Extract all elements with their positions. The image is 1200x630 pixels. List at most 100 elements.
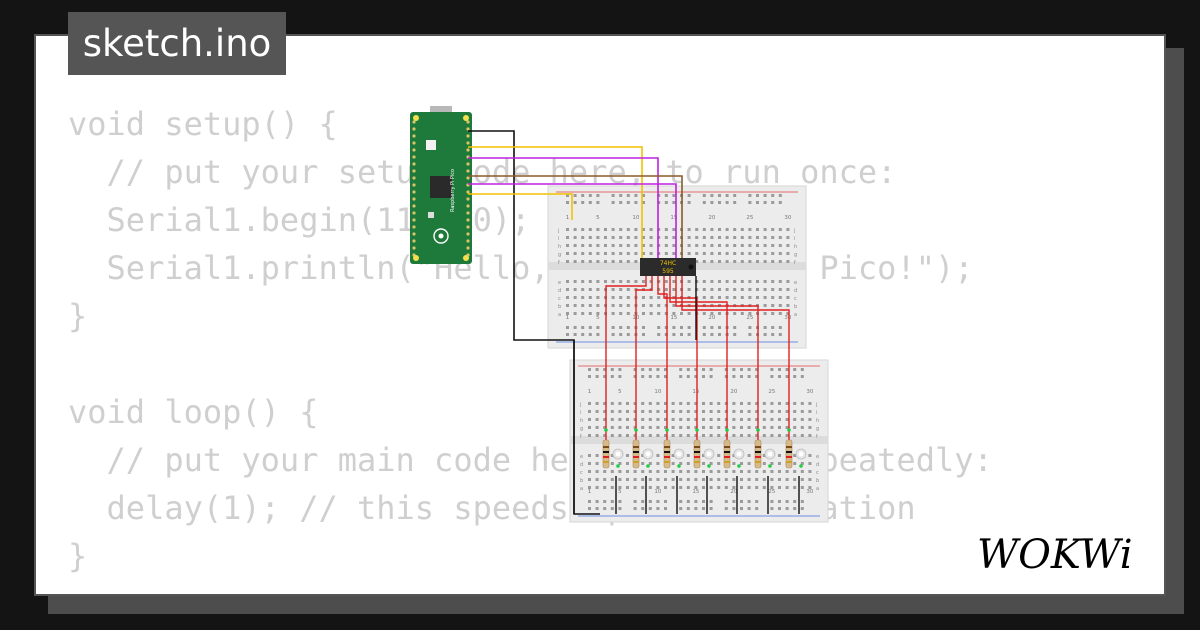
code-line: } xyxy=(68,537,88,575)
connection-dot xyxy=(616,464,620,468)
breadboard-number: 30 xyxy=(784,215,791,221)
row-letter: g xyxy=(794,252,797,258)
resistor xyxy=(754,439,762,469)
pico-pin xyxy=(412,211,416,215)
row-letter: e xyxy=(794,280,797,286)
resistor-band xyxy=(664,456,670,458)
output-wire xyxy=(657,276,668,440)
breadboard-number: 25 xyxy=(768,389,775,395)
code-line: void loop() { xyxy=(68,393,319,431)
resistor-band xyxy=(633,456,639,458)
resistor xyxy=(723,439,731,469)
led-lens xyxy=(676,451,682,457)
connection-dot xyxy=(787,428,791,432)
row-letter: e xyxy=(558,280,561,286)
resistor-band xyxy=(786,456,792,458)
pico-pin xyxy=(466,134,470,138)
row-letter: j xyxy=(815,402,817,408)
row-letter: b xyxy=(558,304,561,310)
connection-dot xyxy=(677,464,681,468)
pico-pin xyxy=(466,141,470,145)
led-lens xyxy=(645,451,651,457)
pico-pin xyxy=(412,162,416,166)
row-letter: c xyxy=(794,296,797,302)
row-letter: f xyxy=(580,434,582,440)
raspberry-icon xyxy=(433,228,449,244)
row-letter: j xyxy=(557,228,559,234)
pico-board[interactable]: Raspberry Pi Pico xyxy=(410,106,472,264)
breadboard-number: 5 xyxy=(618,489,622,495)
row-letter: f xyxy=(794,260,796,266)
breadboard-number: 10 xyxy=(632,215,639,221)
row-letter: h xyxy=(816,418,819,424)
resistor-band xyxy=(664,446,670,448)
pico-pin xyxy=(412,169,416,173)
file-tab[interactable]: sketch.ino xyxy=(68,12,286,75)
row-letter: j xyxy=(793,228,795,234)
led-lens xyxy=(736,451,742,457)
breadboard-number: 20 xyxy=(730,489,737,495)
pico-pin xyxy=(466,176,470,180)
row-letter: b xyxy=(580,478,583,484)
pico-pin xyxy=(466,120,470,124)
resistor-band xyxy=(664,461,670,463)
connection-dot xyxy=(707,464,711,468)
pico-pin xyxy=(412,134,416,138)
pico-pin xyxy=(466,197,470,201)
resistor-band xyxy=(633,461,639,463)
resistor-band xyxy=(724,456,730,458)
resistor-band xyxy=(694,461,700,463)
row-letter: b xyxy=(794,304,797,310)
pico-button xyxy=(426,140,436,150)
pico-pin xyxy=(466,211,470,215)
pico-pin xyxy=(412,190,416,194)
pico-pin xyxy=(466,239,470,243)
breadboard-number: 25 xyxy=(746,315,753,321)
row-letter: i xyxy=(816,410,817,416)
pico-pin xyxy=(412,183,416,187)
pico-pin xyxy=(466,232,470,236)
connection-dot xyxy=(799,464,803,468)
shift-register-chip[interactable]: 74HC 595 xyxy=(640,258,696,276)
breadboard-number: 20 xyxy=(708,315,715,321)
breadboard-number: 25 xyxy=(768,489,775,495)
resistor-band xyxy=(724,461,730,463)
output-wire xyxy=(675,276,759,440)
row-letter: f xyxy=(816,434,818,440)
resistor-band xyxy=(603,451,609,453)
rp2040-chip xyxy=(430,176,452,198)
breadboard-number: 20 xyxy=(708,215,715,221)
connection-dot xyxy=(646,464,650,468)
row-letter: c xyxy=(580,470,583,476)
row-letter: b xyxy=(816,478,819,484)
connection-dot xyxy=(604,428,608,432)
row-letter: i xyxy=(580,410,581,416)
pico-pin xyxy=(466,218,470,222)
pico-board-label: Raspberry Pi Pico xyxy=(450,169,456,212)
resistor xyxy=(632,439,640,469)
pico-pin xyxy=(412,232,416,236)
breadboard-number: 15 xyxy=(692,389,699,395)
row-letter: e xyxy=(816,454,819,460)
row-letter: d xyxy=(816,462,819,468)
row-letter: d xyxy=(558,288,561,294)
row-letter: c xyxy=(558,296,561,302)
breadboard-number: 15 xyxy=(692,489,699,495)
wokwi-logo[interactable]: WOKWi xyxy=(975,522,1155,582)
output-wire xyxy=(681,276,790,440)
output-wire xyxy=(635,276,653,440)
row-letter: c xyxy=(816,470,819,476)
pico-pin xyxy=(412,141,416,145)
resistor-band xyxy=(786,451,792,453)
pico-pin xyxy=(466,246,470,250)
resistor-band xyxy=(633,446,639,448)
output-wire xyxy=(663,276,698,440)
breadboard-bottom-holes xyxy=(588,368,812,510)
output-wire xyxy=(605,276,647,440)
